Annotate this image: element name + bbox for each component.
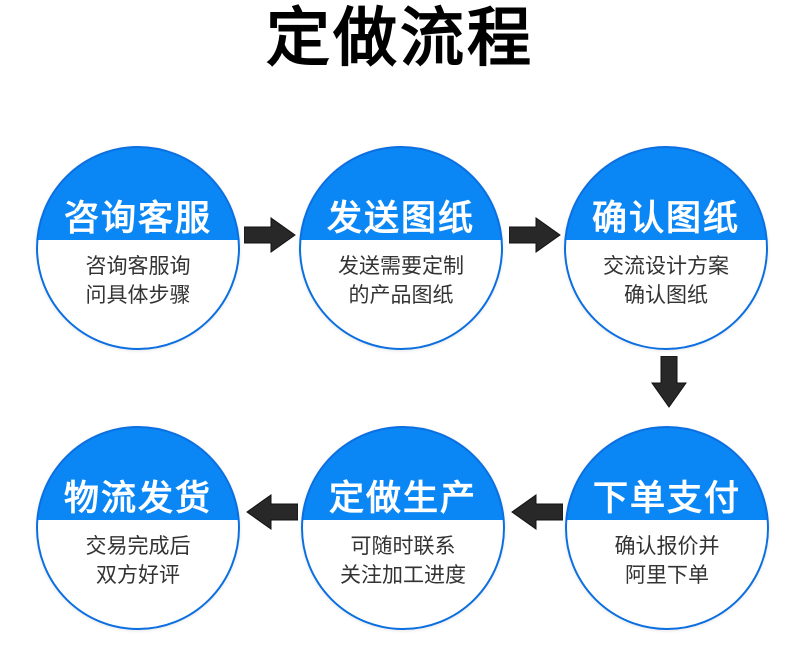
desc-line-1: 交流设计方案 (603, 255, 729, 278)
step-headline: 发送图纸 (326, 199, 475, 238)
desc-line-2: 的产品图纸 (348, 284, 454, 307)
arrow-down-icon (651, 356, 687, 408)
desc-line-2: 确认图纸 (624, 284, 708, 307)
step-headline: 咨询客服 (63, 199, 212, 238)
page-title: 定做流程 (266, 2, 534, 74)
step-description: 交易完成后 双方好评 (38, 532, 238, 590)
step-description: 交流设计方案 确认图纸 (566, 252, 766, 310)
step-circle-send-drawings: 发送图纸 发送需要定制 的产品图纸 (299, 146, 503, 350)
step-description: 发送需要定制 的产品图纸 (301, 252, 501, 310)
step-circle-shipping: 物流发货 交易完成后 双方好评 (36, 426, 240, 630)
arrow-right-icon (244, 217, 296, 253)
step-circle-consult: 咨询客服 咨询客服询 问具体步骤 (36, 146, 240, 350)
step-circle-production: 定做生产 可随时联系 关注加工进度 (301, 426, 505, 630)
desc-line-1: 交易完成后 (85, 535, 191, 558)
arrow-left-icon (246, 494, 298, 530)
step-headline: 下单支付 (592, 479, 741, 518)
desc-line-2: 关注加工进度 (340, 564, 466, 587)
desc-line-1: 确认报价并 (614, 535, 720, 558)
desc-line-2: 双方好评 (96, 564, 180, 587)
step-headline: 物流发货 (63, 479, 212, 518)
step-circle-confirm-drawings: 确认图纸 交流设计方案 确认图纸 (564, 146, 768, 350)
step-description: 咨询客服询 问具体步骤 (38, 252, 238, 310)
arrow-left-icon (511, 494, 563, 530)
step-description: 可随时联系 关注加工进度 (303, 532, 503, 590)
desc-line-2: 阿里下单 (625, 564, 709, 587)
step-headline: 确认图纸 (591, 199, 740, 238)
desc-line-2: 问具体步骤 (85, 284, 191, 307)
step-headline: 定做生产 (328, 479, 477, 518)
step-description: 确认报价并 阿里下单 (567, 532, 767, 590)
arrow-right-icon (509, 217, 561, 253)
step-circle-order-pay: 下单支付 确认报价并 阿里下单 (565, 426, 769, 630)
desc-line-1: 发送需要定制 (338, 255, 464, 278)
desc-line-1: 可随时联系 (350, 535, 456, 558)
desc-line-1: 咨询客服询 (85, 255, 191, 278)
